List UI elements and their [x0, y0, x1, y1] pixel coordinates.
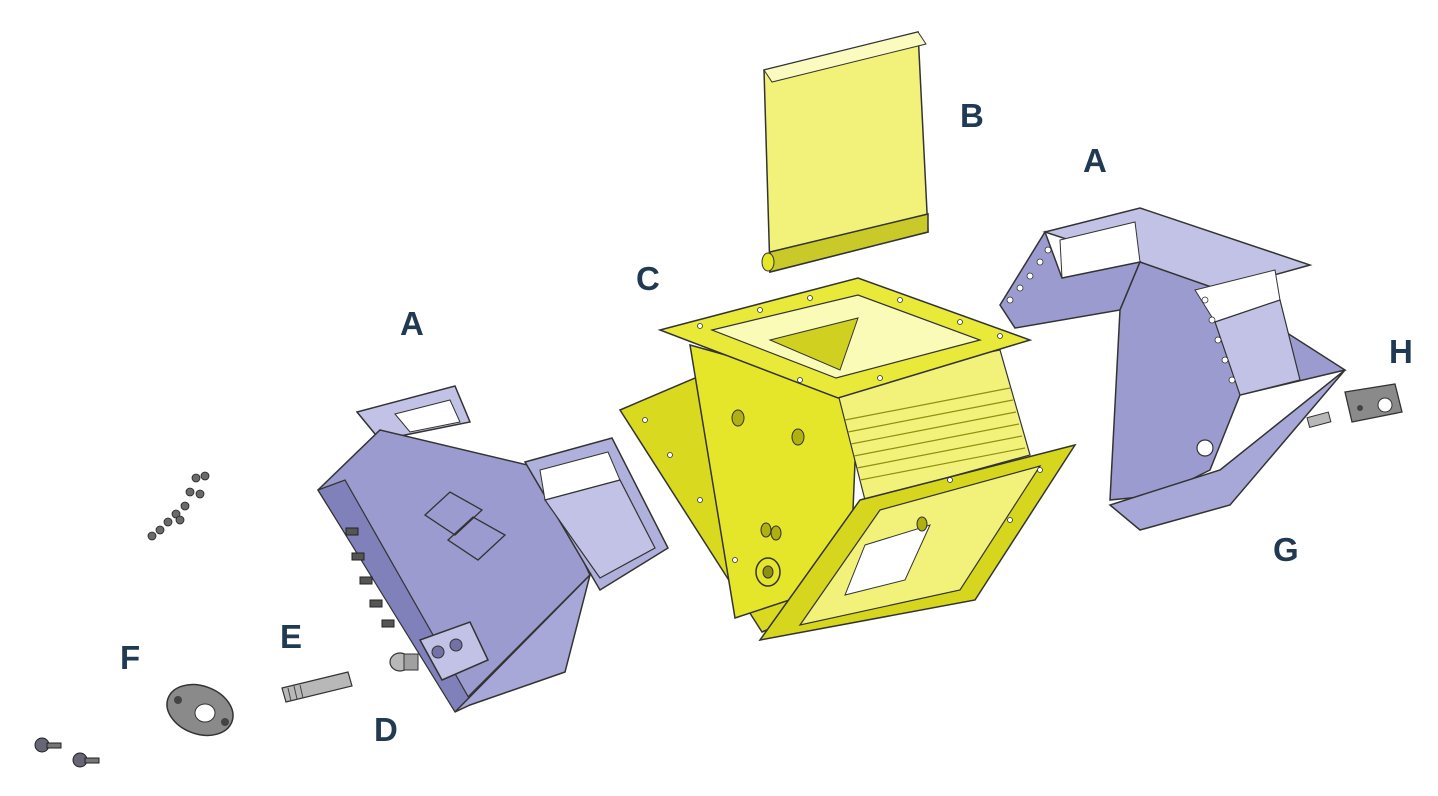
label-d: D	[374, 711, 398, 748]
flap-plate-b	[761, 31, 929, 273]
logo-emblem	[423, 491, 507, 561]
side-housing-a-right	[999, 207, 1347, 531]
label-g: G	[1273, 531, 1299, 568]
fitting-d	[389, 652, 419, 672]
bearing-flange-f	[166, 683, 234, 737]
side-housing-a-left	[317, 385, 669, 713]
label-h: H	[1389, 333, 1413, 370]
label-f: F	[120, 639, 141, 676]
label-a-right: A	[1083, 142, 1107, 179]
bearing-plate-h	[1344, 383, 1403, 423]
nuts-and-washers	[147, 471, 210, 541]
bolts	[34, 737, 100, 768]
label-b: B	[960, 97, 984, 134]
label-a-left: A	[400, 305, 424, 342]
shaft-e	[281, 671, 353, 703]
label-c: C	[636, 260, 660, 297]
label-e: E	[280, 618, 303, 655]
valve-body-c	[618, 277, 1077, 642]
